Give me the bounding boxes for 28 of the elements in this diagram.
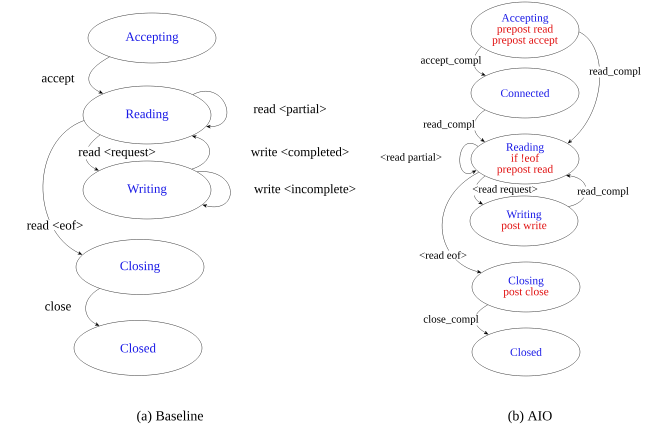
edge-label: <read eof>	[418, 250, 468, 260]
edge-label: read <eof>	[26, 220, 84, 230]
edge-label: read <partial>	[252, 104, 328, 116]
arrow	[88, 56, 110, 94]
arrow	[442, 172, 482, 274]
edge-label: accept	[40, 74, 76, 86]
arrow	[85, 288, 100, 326]
edge-label: write <completed>	[250, 146, 350, 160]
arrow	[192, 135, 210, 170]
arrow	[192, 91, 227, 128]
edge-label: read <request>	[78, 146, 156, 160]
arrow	[474, 110, 486, 142]
edge-label: close_compl	[422, 314, 480, 326]
arrow	[568, 32, 600, 144]
caption: (a) Baseline	[137, 410, 204, 424]
edge-label: <read request>	[472, 184, 538, 196]
edge-label: <read partial>	[380, 152, 442, 164]
edge-label: write <incomplete>	[254, 184, 356, 196]
arrow	[460, 143, 478, 174]
arrow	[196, 172, 231, 208]
edge-label: accept_compl	[420, 56, 482, 66]
edge-label: close	[44, 300, 72, 312]
edge-label: read_compl	[422, 120, 476, 130]
caption: (b) AIO	[508, 410, 552, 424]
edge-label: read_compl	[588, 66, 642, 78]
edge-label: read_compl	[576, 186, 630, 198]
arrow	[42, 120, 84, 255]
arrow	[566, 174, 586, 207]
